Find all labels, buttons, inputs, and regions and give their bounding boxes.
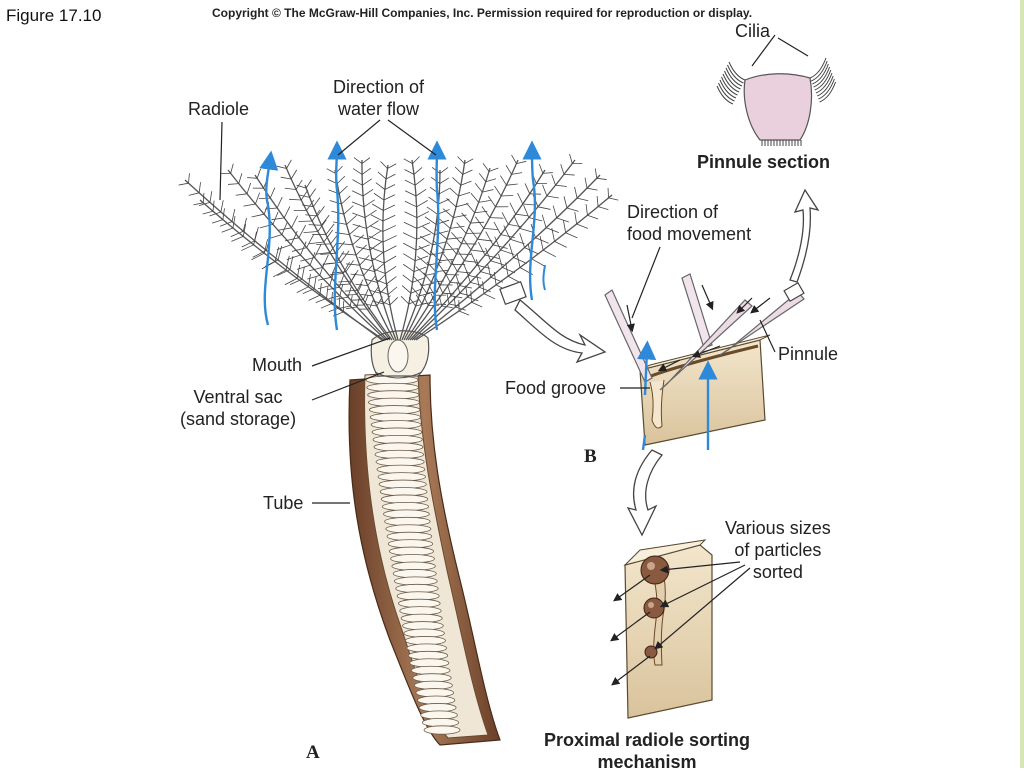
radiole: [369, 161, 398, 340]
copyright-notice: Copyright © The McGraw-Hill Companies, I…: [212, 2, 752, 24]
label-ventral-sac: Ventral sac (sand storage): [180, 386, 296, 430]
label-direction-food-movement: Direction of food movement: [627, 201, 751, 245]
radiole-crown: [179, 154, 619, 340]
label-mouth: Mouth: [252, 354, 302, 376]
radiole: [179, 173, 382, 340]
label-radiole: Radiole: [188, 98, 249, 120]
label-direction-water-flow: Direction of water flow: [333, 76, 424, 120]
label-various-sizes: Various sizes of particles sorted: [725, 517, 831, 583]
figure-label: Figure 17.10: [6, 5, 101, 27]
slide-edge-strip: [1020, 0, 1024, 768]
radiole: [221, 164, 386, 340]
radiole: [400, 157, 431, 340]
panel-label-b: B: [584, 446, 597, 468]
label-pinnule: Pinnule: [778, 343, 838, 365]
zoom-arrow-to-b: [500, 282, 605, 362]
water-flow-arrows: [265, 150, 545, 330]
pinnule-section: [717, 58, 836, 146]
label-food-groove: Food groove: [505, 377, 606, 399]
radiole: [414, 168, 607, 340]
label-pinnule-section: Pinnule section: [697, 151, 830, 173]
zoom-arrow-to-section: [790, 190, 818, 282]
label-sorting-mechanism: Proximal radiole sorting mechanism: [544, 729, 750, 773]
zoom-arrow-to-sorting: [628, 450, 662, 535]
panel-label-a: A: [306, 742, 320, 764]
label-tube: Tube: [263, 492, 303, 514]
label-cilia: Cilia: [735, 20, 770, 42]
radiole: [193, 193, 384, 340]
